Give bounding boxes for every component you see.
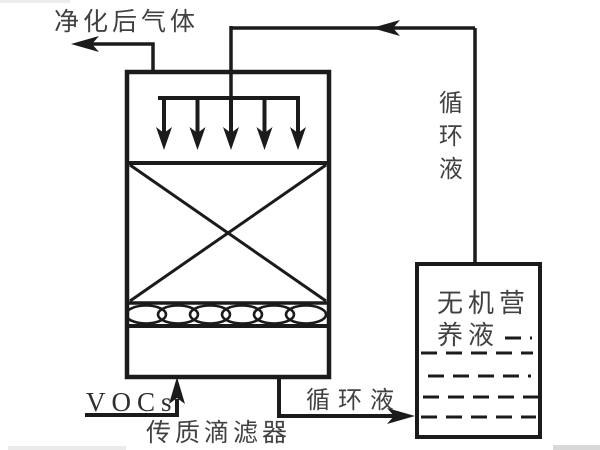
tank-liquid-level-dashes [421,336,538,419]
gas-outlet-arrow-icon [71,36,99,52]
spray-nozzle-arrows [156,96,306,150]
packing-diagonal-2 [129,163,327,303]
support-layer-ellipses [129,304,327,325]
recycle-return-pipe [277,377,394,418]
scan-artifact-bottom-left [8,446,126,450]
recycle-return-label: 循环液 [306,388,402,414]
voc-inlet-pipe [85,399,179,417]
scan-artifact-bottom-right [553,445,600,450]
scan-artifact-top-left [0,0,70,3]
recycle-top-arrow-icon [372,20,400,36]
nutrient-tank-body [415,262,542,439]
gas-outlet-pipe [92,42,155,74]
nutrient-tank-label-line2: 养液 [437,321,500,350]
voc-inlet-label: VOCs [86,387,178,417]
nutrient-tank-label-line1: 无机营 [437,289,531,318]
equipment-name-label: 传质滴滤器 [146,420,292,447]
recycle-return-arrow-icon [387,408,415,424]
recycle-liquid-vertical-label: 循环液 [434,90,461,189]
voc-inlet-arrow-icon [169,377,185,404]
purified-gas-label: 净化后气体 [54,9,200,36]
